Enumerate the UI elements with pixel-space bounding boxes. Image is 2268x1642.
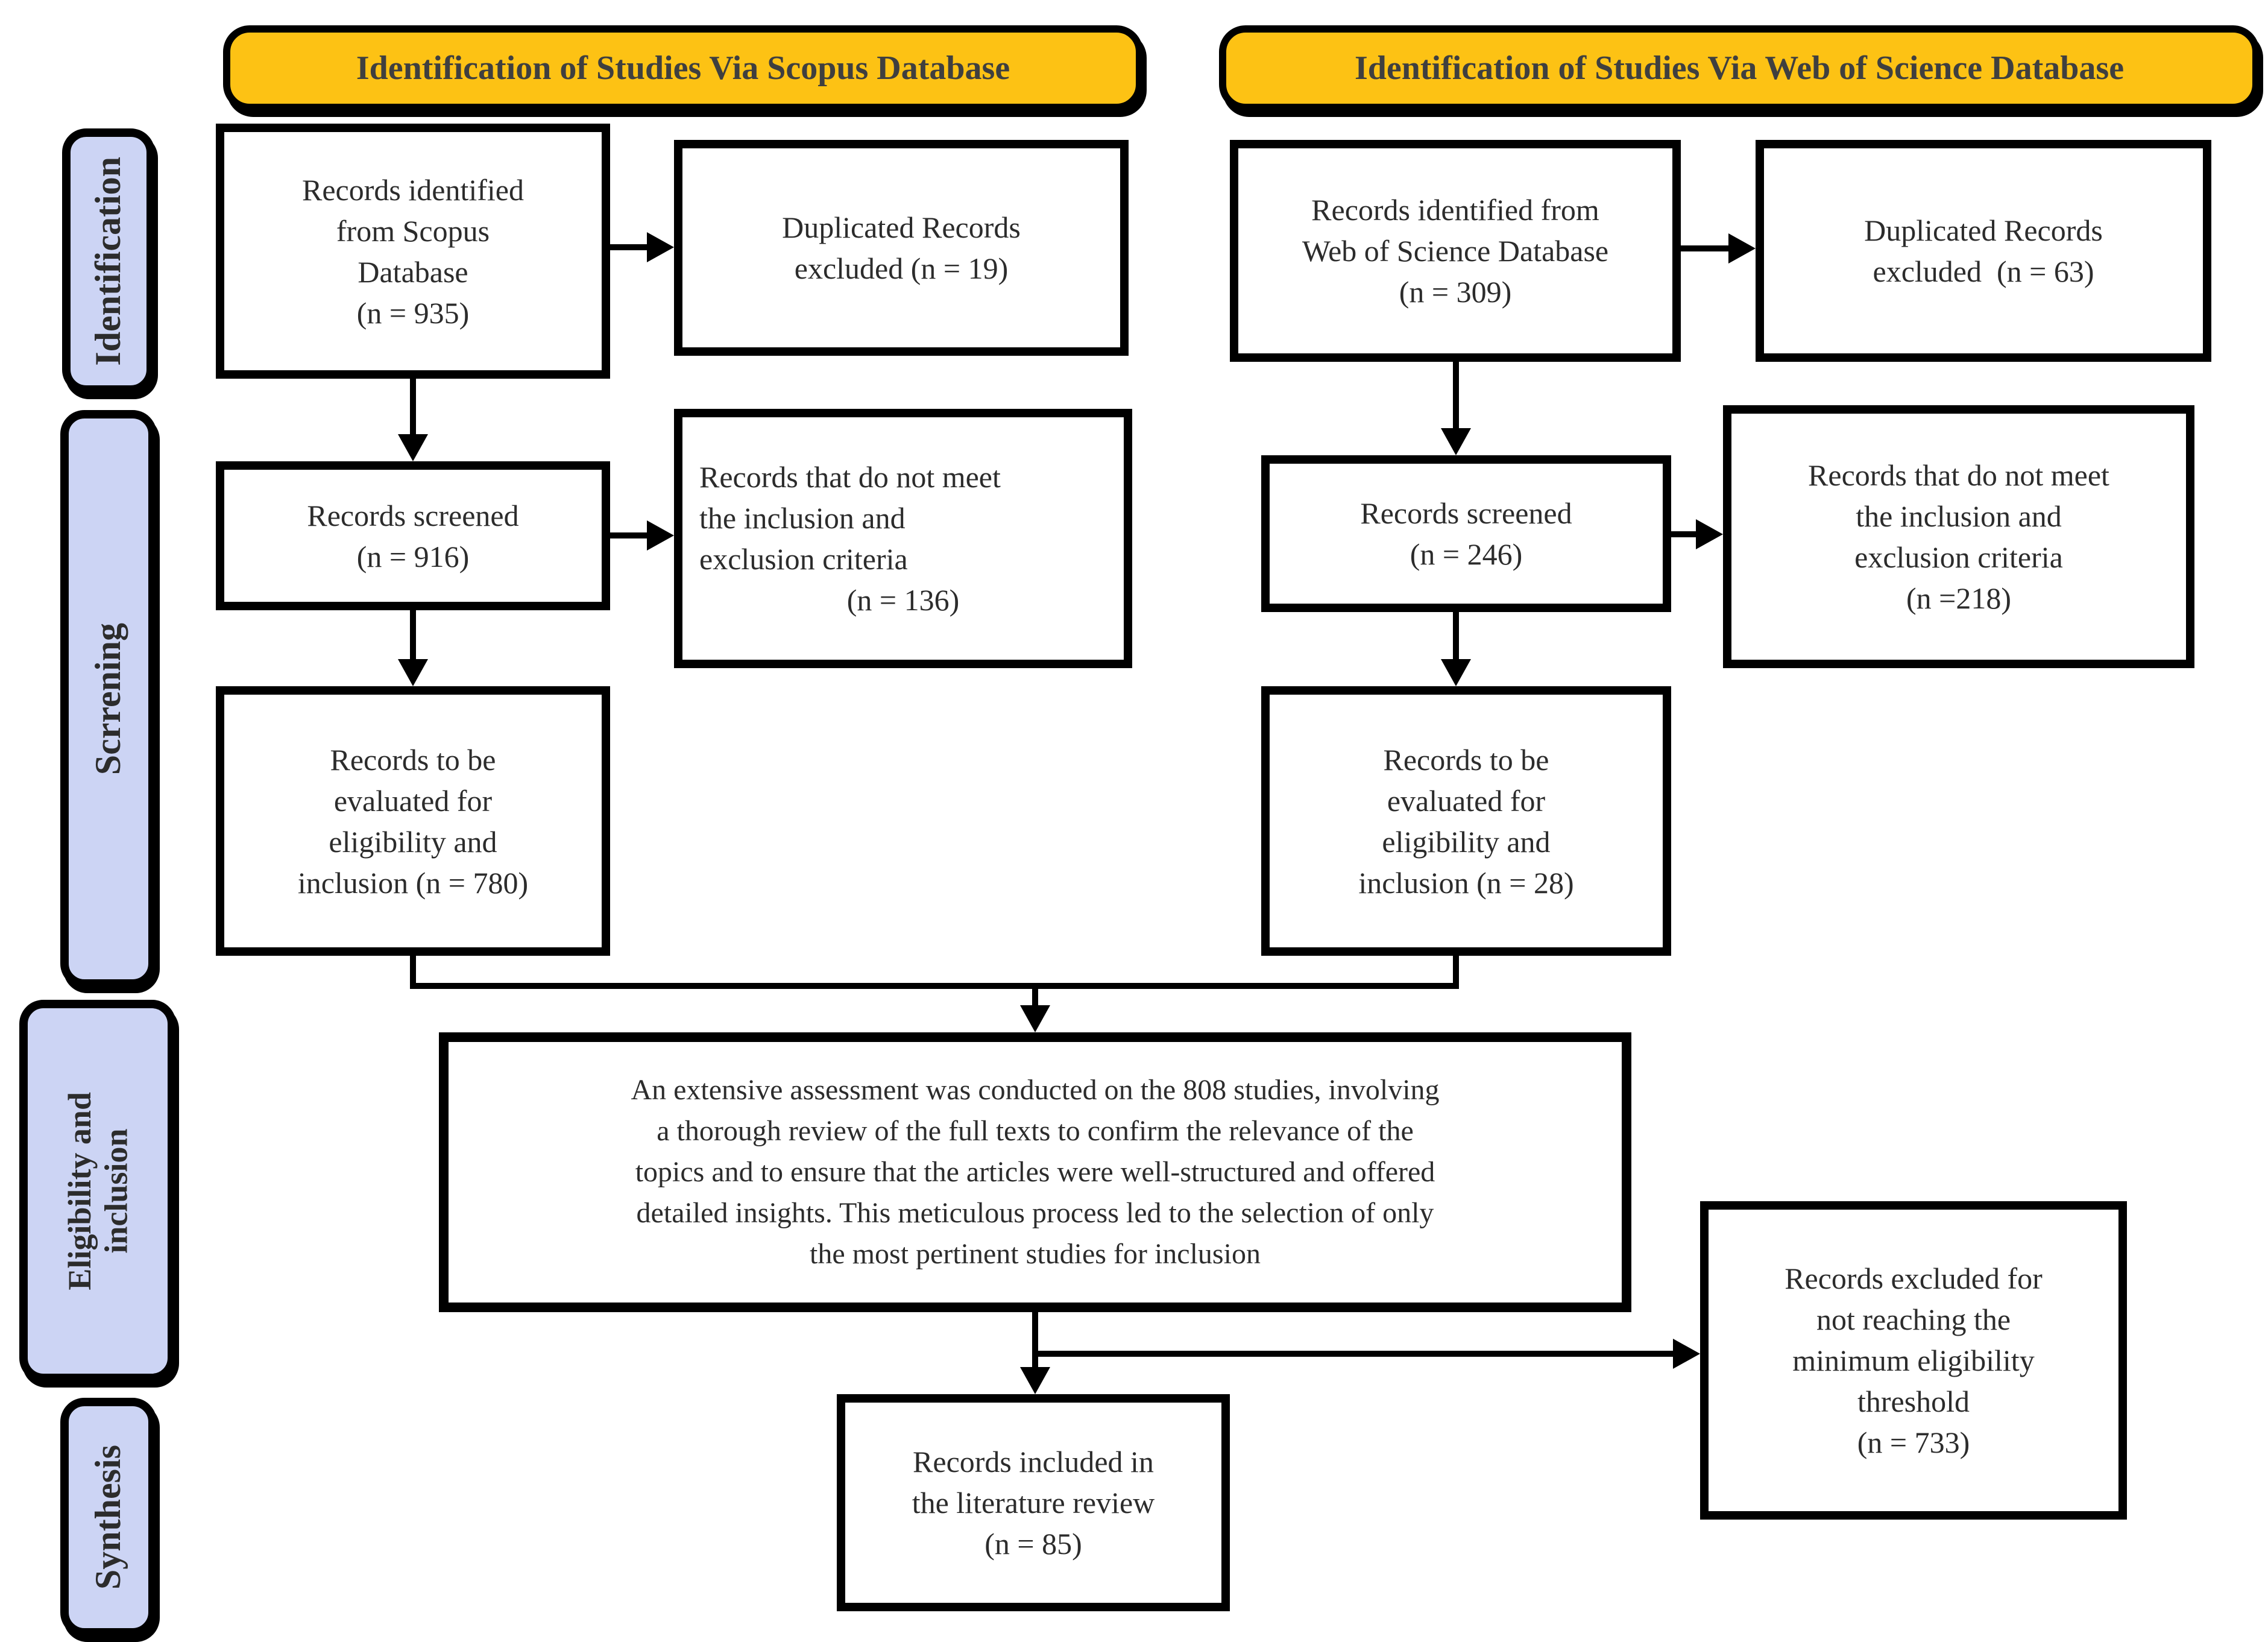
connector-assessment-to-excluded bbox=[1032, 1351, 1673, 1357]
arrowhead-scopus-identified-to-duplicates bbox=[647, 232, 674, 262]
arrowhead-wos-screened-to-criteria bbox=[1696, 519, 1723, 549]
arrowhead-scopus-screened-to-criteria bbox=[647, 520, 674, 551]
connector-merge-right-stub bbox=[1453, 956, 1459, 989]
box-wos-records-identified: Records identified from Web of Science D… bbox=[1230, 140, 1681, 362]
connector-merge-to-assessment bbox=[1032, 989, 1038, 1005]
box-scopus-criteria-excluded-count: (n = 136) bbox=[846, 583, 960, 617]
box-scopus-criteria-excluded-text: Records that do not meet the inclusion a… bbox=[699, 460, 1001, 576]
stage-screening-label: Scrrening bbox=[88, 622, 128, 775]
connector-wos-identified-to-duplicates bbox=[1681, 245, 1728, 251]
arrowhead-wos-identified-to-duplicates bbox=[1728, 233, 1756, 264]
arrowhead-wos-screened-to-evaluated bbox=[1441, 659, 1471, 686]
connector-merge-left-stub bbox=[410, 956, 416, 989]
box-wos-records-evaluated: Records to be evaluated for eligibility … bbox=[1261, 686, 1671, 956]
box-wos-criteria-excluded: Records that do not meet the inclusion a… bbox=[1723, 405, 2194, 668]
box-scopus-criteria-excluded: Records that do not meet the inclusion a… bbox=[674, 409, 1132, 668]
box-wos-duplicates-excluded: Duplicated Records excluded (n = 63) bbox=[1756, 140, 2211, 362]
stage-identification-label: Identification bbox=[88, 156, 128, 366]
box-scopus-records-identified: Records identified from Scopus Database … bbox=[216, 124, 610, 379]
stage-eligibility-inclusion: Eligibility and inclusion bbox=[19, 1000, 176, 1382]
arrowhead-assessment-to-included bbox=[1020, 1367, 1050, 1394]
connector-scopus-identified-to-duplicates bbox=[610, 244, 647, 250]
stage-synthesis: Synthesis bbox=[60, 1398, 157, 1637]
box-extensive-assessment: An extensive assessment was conducted on… bbox=[439, 1032, 1631, 1312]
connector-wos-screened-to-evaluated bbox=[1453, 612, 1459, 659]
connector-scopus-screened-to-evaluated bbox=[410, 610, 416, 659]
box-scopus-duplicates-excluded: Duplicated Records excluded (n = 19) bbox=[674, 140, 1129, 356]
connector-wos-identified-to-screened bbox=[1453, 362, 1459, 428]
connector-scopus-screened-to-criteria bbox=[610, 532, 647, 538]
stage-screening: Scrrening bbox=[60, 410, 157, 988]
arrowhead-wos-identified-to-screened bbox=[1441, 428, 1471, 455]
arrowhead-scopus-screened-to-evaluated bbox=[398, 659, 428, 686]
arrowhead-merge-to-assessment bbox=[1020, 1005, 1050, 1032]
stage-synthesis-label: Synthesis bbox=[88, 1444, 128, 1590]
arrowhead-assessment-to-excluded bbox=[1673, 1339, 1700, 1369]
connector-wos-screened-to-criteria bbox=[1671, 531, 1696, 537]
stage-eligibility-inclusion-label: Eligibility and inclusion bbox=[61, 1091, 134, 1290]
stage-identification: Identification bbox=[62, 128, 155, 394]
box-scopus-records-evaluated: Records to be evaluated for eligibility … bbox=[216, 686, 610, 956]
connector-scopus-identified-to-screened bbox=[410, 379, 416, 434]
box-records-excluded-threshold: Records excluded for not reaching the mi… bbox=[1700, 1201, 2127, 1520]
connector-assessment-to-included bbox=[1032, 1312, 1038, 1367]
connector-merge-horizontal bbox=[410, 983, 1459, 989]
box-scopus-records-screened: Records screened (n = 916) bbox=[216, 461, 610, 610]
box-wos-records-screened: Records screened (n = 246) bbox=[1261, 455, 1671, 612]
box-records-included: Records included in the literature revie… bbox=[837, 1394, 1230, 1611]
header-web-of-science-database: Identification of Studies Via Web of Sci… bbox=[1219, 25, 2260, 111]
arrowhead-scopus-identified-to-screened bbox=[398, 434, 428, 461]
header-scopus-database: Identification of Studies Via Scopus Dat… bbox=[223, 25, 1143, 111]
